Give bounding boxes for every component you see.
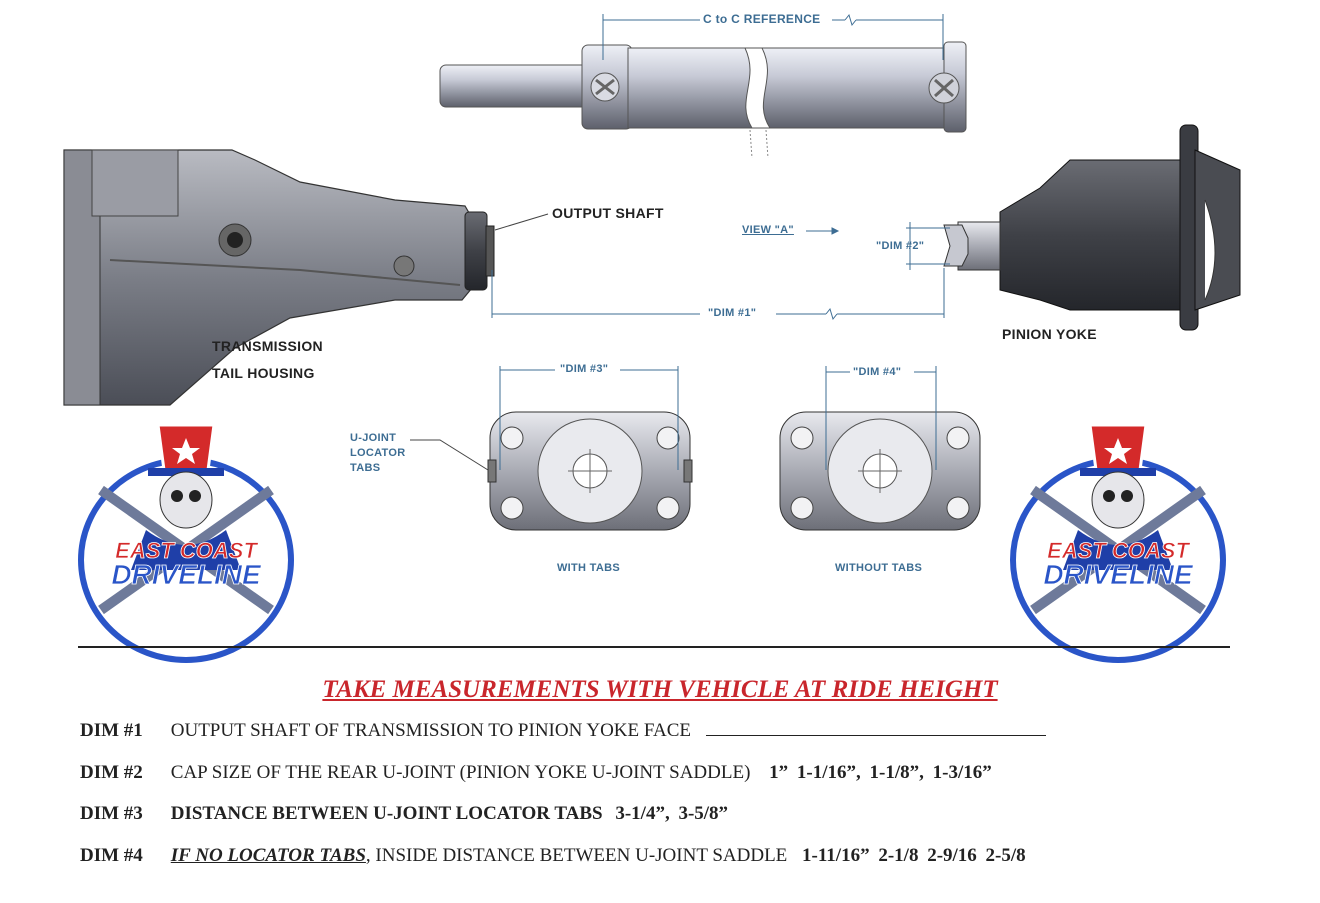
- yoke-end-view-without-tabs: [779, 411, 981, 531]
- dim4-tag: DIM #4: [80, 845, 143, 866]
- ujoint-tab-leader: [410, 439, 489, 471]
- without-tabs-caption: WITHOUT TABS: [835, 562, 923, 574]
- dim4-text: , INSIDE DISTANCE BETWEEN U-JOINT SADDLE: [365, 845, 788, 866]
- logo-text-east-coast: EAST COAST: [115, 538, 258, 563]
- dim4-row: DIM #4 IF NO LOCATOR TABS, INSIDE DISTAN…: [80, 845, 1026, 867]
- view-a-arrow: [806, 227, 840, 235]
- dim3-dimension: [499, 366, 679, 470]
- logo-text-driveline: DRIVELINE: [1043, 559, 1194, 590]
- dim1-label: "DIM #1": [708, 307, 757, 319]
- dim2-label: "DIM #2": [876, 240, 925, 252]
- instructions-heading: TAKE MEASUREMENTS WITH VEHICLE AT RIDE H…: [322, 676, 998, 703]
- section-divider: [78, 646, 1230, 648]
- ujoint-label-line1: U-JOINT: [350, 432, 397, 444]
- dim3-row: DIM #3 DISTANCE BETWEEN U-JOINT LOCATOR …: [80, 803, 728, 825]
- logo-text-driveline: DRIVELINE: [111, 559, 262, 590]
- transmission-label: TRANSMISSION: [212, 338, 323, 354]
- dim3-tag: DIM #3: [80, 803, 143, 824]
- pinion-yoke-assembly: [943, 124, 1241, 331]
- dim3-sizes: 3-1/4”, 3-5/8”: [615, 803, 729, 824]
- east-coast-driveline-logo-right: EAST COAST DRIVELINE: [1010, 423, 1226, 663]
- with-tabs-caption: WITH TABS: [557, 562, 620, 574]
- dim4-emphasis: IF NO LOCATOR TABS: [170, 845, 366, 866]
- dim2-text: CAP SIZE OF THE REAR U-JOINT (PINION YOK…: [170, 762, 751, 783]
- c-to-c-dimension: [602, 13, 944, 60]
- dim1-text: OUTPUT SHAFT OF TRANSMISSION TO PINION Y…: [170, 720, 692, 741]
- view-a-label: VIEW "A": [742, 224, 794, 236]
- dim4-sizes: 1-11/16” 2-1/8 2-9/16 2-5/8: [802, 845, 1026, 866]
- c-to-c-reference-label: C to C REFERENCE: [703, 12, 821, 26]
- dim1-row: DIM #1 OUTPUT SHAFT OF TRANSMISSION TO P…: [80, 720, 1046, 742]
- yoke-end-view-with-tabs: [487, 411, 693, 531]
- output-shaft-label: OUTPUT SHAFT: [552, 205, 664, 221]
- east-coast-driveline-logo-left: EAST COAST DRIVELINE: [78, 423, 294, 663]
- dim3-text: DISTANCE BETWEEN U-JOINT LOCATOR TABS: [170, 803, 603, 824]
- dim4-dimension: [825, 366, 937, 470]
- dim2-dimension: [906, 222, 950, 270]
- output-shaft-leader: [494, 213, 549, 231]
- dim2-row: DIM #2 CAP SIZE OF THE REAR U-JOINT (PIN…: [80, 762, 992, 784]
- dim2-sizes: 1” 1-1/16”, 1-1/8”, 1-3/16”: [769, 762, 992, 783]
- tail-housing-label: TAIL HOUSING: [212, 365, 315, 381]
- logo-text-east-coast: EAST COAST: [1047, 538, 1190, 563]
- dim4-label: "DIM #4": [853, 366, 902, 378]
- pinion-yoke-label: PINION YOKE: [1002, 326, 1097, 342]
- driveshaft: [439, 41, 967, 159]
- ujoint-label-line2: LOCATOR: [350, 447, 406, 459]
- dim1-dimension: [491, 268, 945, 321]
- dim3-label: "DIM #3": [560, 363, 609, 375]
- ujoint-label-line3: TABS: [350, 462, 381, 474]
- dim1-tag: DIM #1: [80, 720, 143, 741]
- dim2-tag: DIM #2: [80, 762, 143, 783]
- transmission-tail-housing: [63, 149, 495, 406]
- dim1-blank-line[interactable]: [705, 721, 1046, 736]
